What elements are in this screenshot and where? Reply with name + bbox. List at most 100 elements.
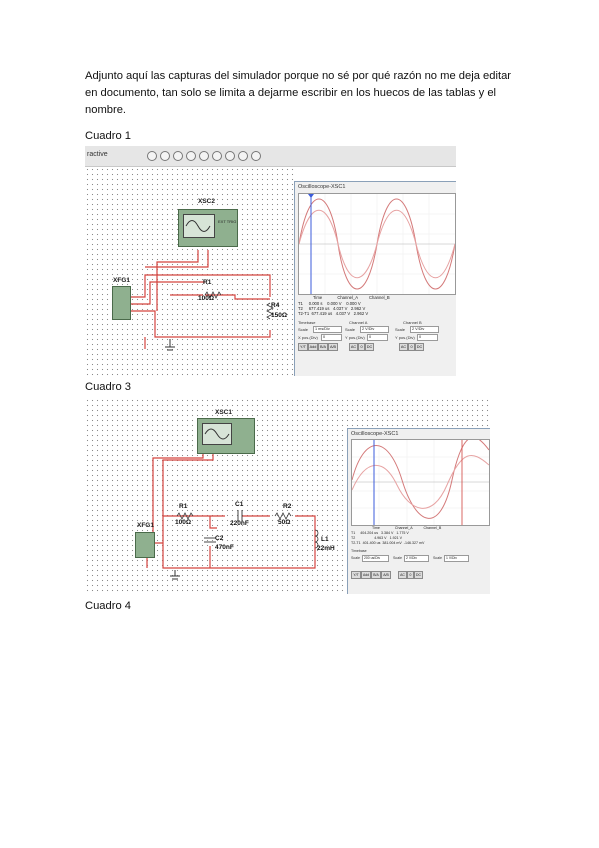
scale-label: Scale [298, 327, 309, 332]
resistor-r1-symbol [176, 512, 194, 520]
oscilloscope-instrument[interactable] [178, 209, 238, 247]
l1-name: L1 [321, 536, 329, 543]
zoom-icon[interactable] [186, 151, 196, 161]
c2-value: 470nF [215, 544, 234, 551]
toolbar-text: ractive [87, 151, 108, 158]
intro-paragraph: Adjunto aquí las capturas del simulador … [85, 70, 512, 116]
zoom-icon[interactable] [160, 151, 170, 161]
scope-window-title: Oscilloscope-XSC1 [351, 431, 399, 437]
inductor-l1-symbol [314, 529, 319, 549]
ba-button[interactable]: B/A [318, 343, 328, 351]
channel-b-scale-field[interactable]: 2 V/Div [410, 326, 439, 333]
r2-value: 50Ω [278, 519, 291, 526]
table-row: T2 4.963 V 1.921 V [351, 536, 402, 540]
channel-b-scale-field[interactable]: 1 V/Div [444, 555, 469, 562]
table-row: T2-T1 401.400 us 381.004 mV -146.327 mV [351, 541, 425, 545]
r2-name: R2 [283, 503, 292, 510]
c1-name: C1 [235, 501, 244, 508]
th-cha: Channel_A [337, 295, 358, 300]
waveform-plot [298, 194, 456, 294]
caption-cuadro-4: Cuadro 4 [85, 600, 132, 612]
table-row: T2 677.419 us 4.037 V 2.962 V [298, 306, 366, 311]
oscilloscope-window: Oscilloscope-XSC1 Time Channel_A Channel… [347, 428, 490, 594]
zero-button[interactable]: 0 [358, 343, 365, 351]
c1-value: 220nF [230, 520, 249, 527]
xpos-field[interactable]: 0 [321, 334, 342, 341]
c2-name: C2 [215, 535, 224, 542]
function-generator-instrument[interactable] [135, 532, 155, 558]
zoom-icon[interactable] [199, 151, 209, 161]
channel-b-label: Channel B [403, 320, 422, 325]
r1-value: 100Ω [198, 295, 215, 302]
dc-button[interactable]: DC [414, 571, 423, 579]
timebase-scale-field[interactable]: 200 us/Div [362, 555, 389, 562]
ypos-label: Y pos.(Div) [395, 335, 415, 340]
th-chb: Channel_B [423, 526, 442, 530]
caption-cuadro-1: Cuadro 1 [85, 130, 132, 142]
ba-button[interactable]: B/A [371, 571, 381, 579]
r4-name: R4 [271, 302, 280, 309]
zero-button[interactable]: 0 [407, 571, 414, 579]
scope-screen-icon [183, 214, 215, 238]
ypos-a-field[interactable]: 0 [367, 334, 388, 341]
add-button[interactable]: Add [308, 343, 318, 351]
ypos-b-field[interactable]: 0 [417, 334, 438, 341]
capacitor-c1-symbol [237, 510, 243, 522]
simulator-screenshot-1: ractive [85, 146, 456, 376]
zoom-icon[interactable] [238, 151, 248, 161]
th-cha: Channel_A [394, 526, 413, 530]
dc-button[interactable]: DC [365, 343, 374, 351]
zoom-icon[interactable] [147, 151, 157, 161]
resistor-r2-symbol [274, 512, 292, 520]
channel-b-trace [298, 210, 456, 278]
timebase-label: Timebase [351, 549, 367, 553]
th-time: Time [313, 295, 323, 300]
channel-a-scale-field[interactable]: 2 V/Div [404, 555, 429, 562]
scale-label: Scale [351, 556, 360, 560]
scope-label: XSC2 [198, 198, 215, 205]
channel-a-trace [351, 437, 490, 519]
scope-label: XSC1 [215, 409, 232, 416]
zero-button[interactable]: 0 [408, 343, 415, 351]
ac-button[interactable]: AC [349, 343, 358, 351]
channel-a-scale-field[interactable]: 2 V/Div [360, 326, 389, 333]
ac-button[interactable]: AC [398, 571, 407, 579]
r4-value: 150Ω [271, 312, 288, 319]
toolbar: ractive [85, 146, 456, 167]
schematic-grid [85, 167, 295, 376]
scale-label: Scale [393, 556, 402, 560]
zoom-icon[interactable] [225, 151, 235, 161]
zoom-icon[interactable] [251, 151, 261, 161]
table-row: T2-T1 677.419 us 4.037 V 2.962 V [298, 311, 369, 316]
ab-button[interactable]: A/B [381, 571, 391, 579]
ypos-label: Y pos.(Div) [345, 335, 365, 340]
zoom-icon[interactable] [212, 151, 222, 161]
xpos-label: X pos.(Div) [298, 335, 318, 340]
fgen-label: XFG1 [113, 277, 130, 284]
oscilloscope-window: Oscilloscope-XSC1 Time Channel_A Ch [294, 181, 456, 376]
ac-button[interactable]: AC [399, 343, 408, 351]
dc-button[interactable]: DC [415, 343, 424, 351]
resistor-r4-symbol [266, 302, 274, 320]
waveform-plot [351, 437, 490, 525]
scope-display [298, 193, 456, 295]
scale-label: Scale [345, 327, 356, 332]
oscilloscope-instrument[interactable] [197, 418, 255, 454]
scale-label: Scale [433, 556, 442, 560]
zoom-icon[interactable] [173, 151, 183, 161]
r1-name: R1 [179, 503, 188, 510]
r1-value: 100Ω [175, 519, 192, 526]
add-button[interactable]: Add [361, 571, 371, 579]
timebase-scale-field[interactable]: 1 ms/Div [313, 326, 342, 333]
yt-button[interactable]: Y/T [298, 343, 308, 351]
channel-a-label: Channel A [349, 320, 368, 325]
scope-display [351, 437, 490, 526]
yt-button[interactable]: Y/T [351, 571, 361, 579]
l1-value: 22mH [317, 545, 335, 552]
scale-label: Scale [395, 327, 406, 332]
function-generator-instrument[interactable] [112, 286, 131, 320]
capacitor-c2-symbol [204, 537, 216, 543]
th-chb: Channel_B [369, 295, 390, 300]
simulator-screenshot-3: XSC1 XFG1 R1 100Ω C1 220nF R2 50Ω C2 470… [85, 398, 490, 594]
ab-button[interactable]: A/B [328, 343, 338, 351]
